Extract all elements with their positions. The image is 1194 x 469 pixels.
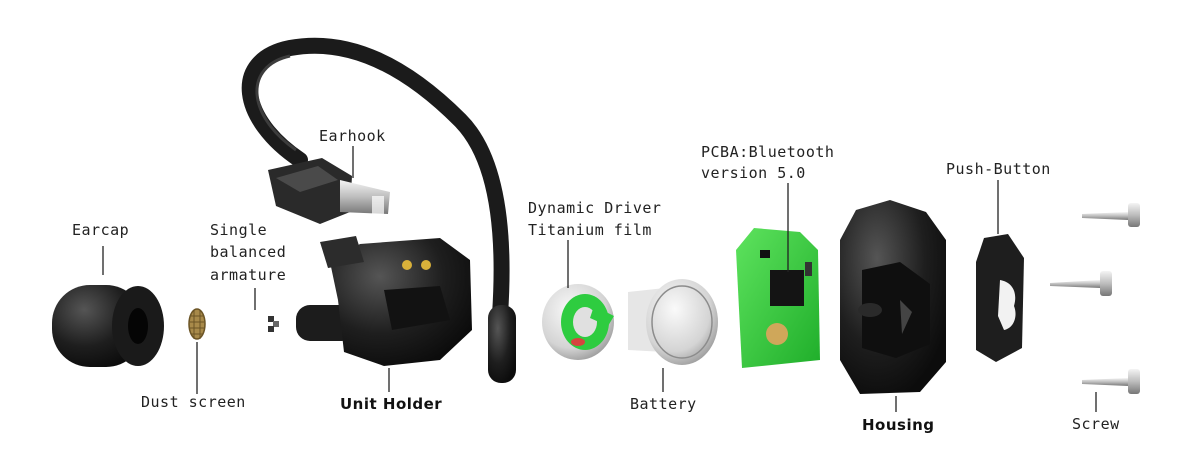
label-earhook: Earhook [319,127,386,145]
label-screw: Screw [1072,415,1120,433]
label-dynamic-driver-line2: Titanium film [528,221,652,239]
label-pcba-line1: PCBA:Bluetooth [701,143,835,161]
screw-middle [1050,271,1112,296]
screw-bottom [1082,369,1140,394]
dust-screen-part [188,308,206,340]
push-button-part [976,234,1024,362]
screw-top [1082,203,1140,227]
label-dust-screen: Dust screen [141,393,246,411]
earcap-part [52,285,164,367]
label-unit-holder: Unit Holder [340,395,443,413]
earhook-part [241,37,516,383]
label-dynamic-driver-line1: Dynamic Driver [528,199,662,217]
label-earcap: Earcap [72,221,130,239]
unit-holder-part [296,236,472,366]
leader-lines [102,146,1097,412]
battery-part [628,279,718,365]
label-push-button: Push-Button [946,160,1051,178]
housing-part [840,200,946,394]
label-armature-line3: armature [210,266,287,284]
pcba-part [736,228,820,368]
label-armature-line1: Single [210,221,268,239]
label-battery: Battery [630,395,697,413]
dynamic-driver-part [542,284,614,360]
label-housing: Housing [862,416,935,434]
balanced-armature-part [268,316,279,332]
label-armature-line2: balanced [210,243,287,261]
label-pcba-line2: version 5.0 [701,164,806,182]
